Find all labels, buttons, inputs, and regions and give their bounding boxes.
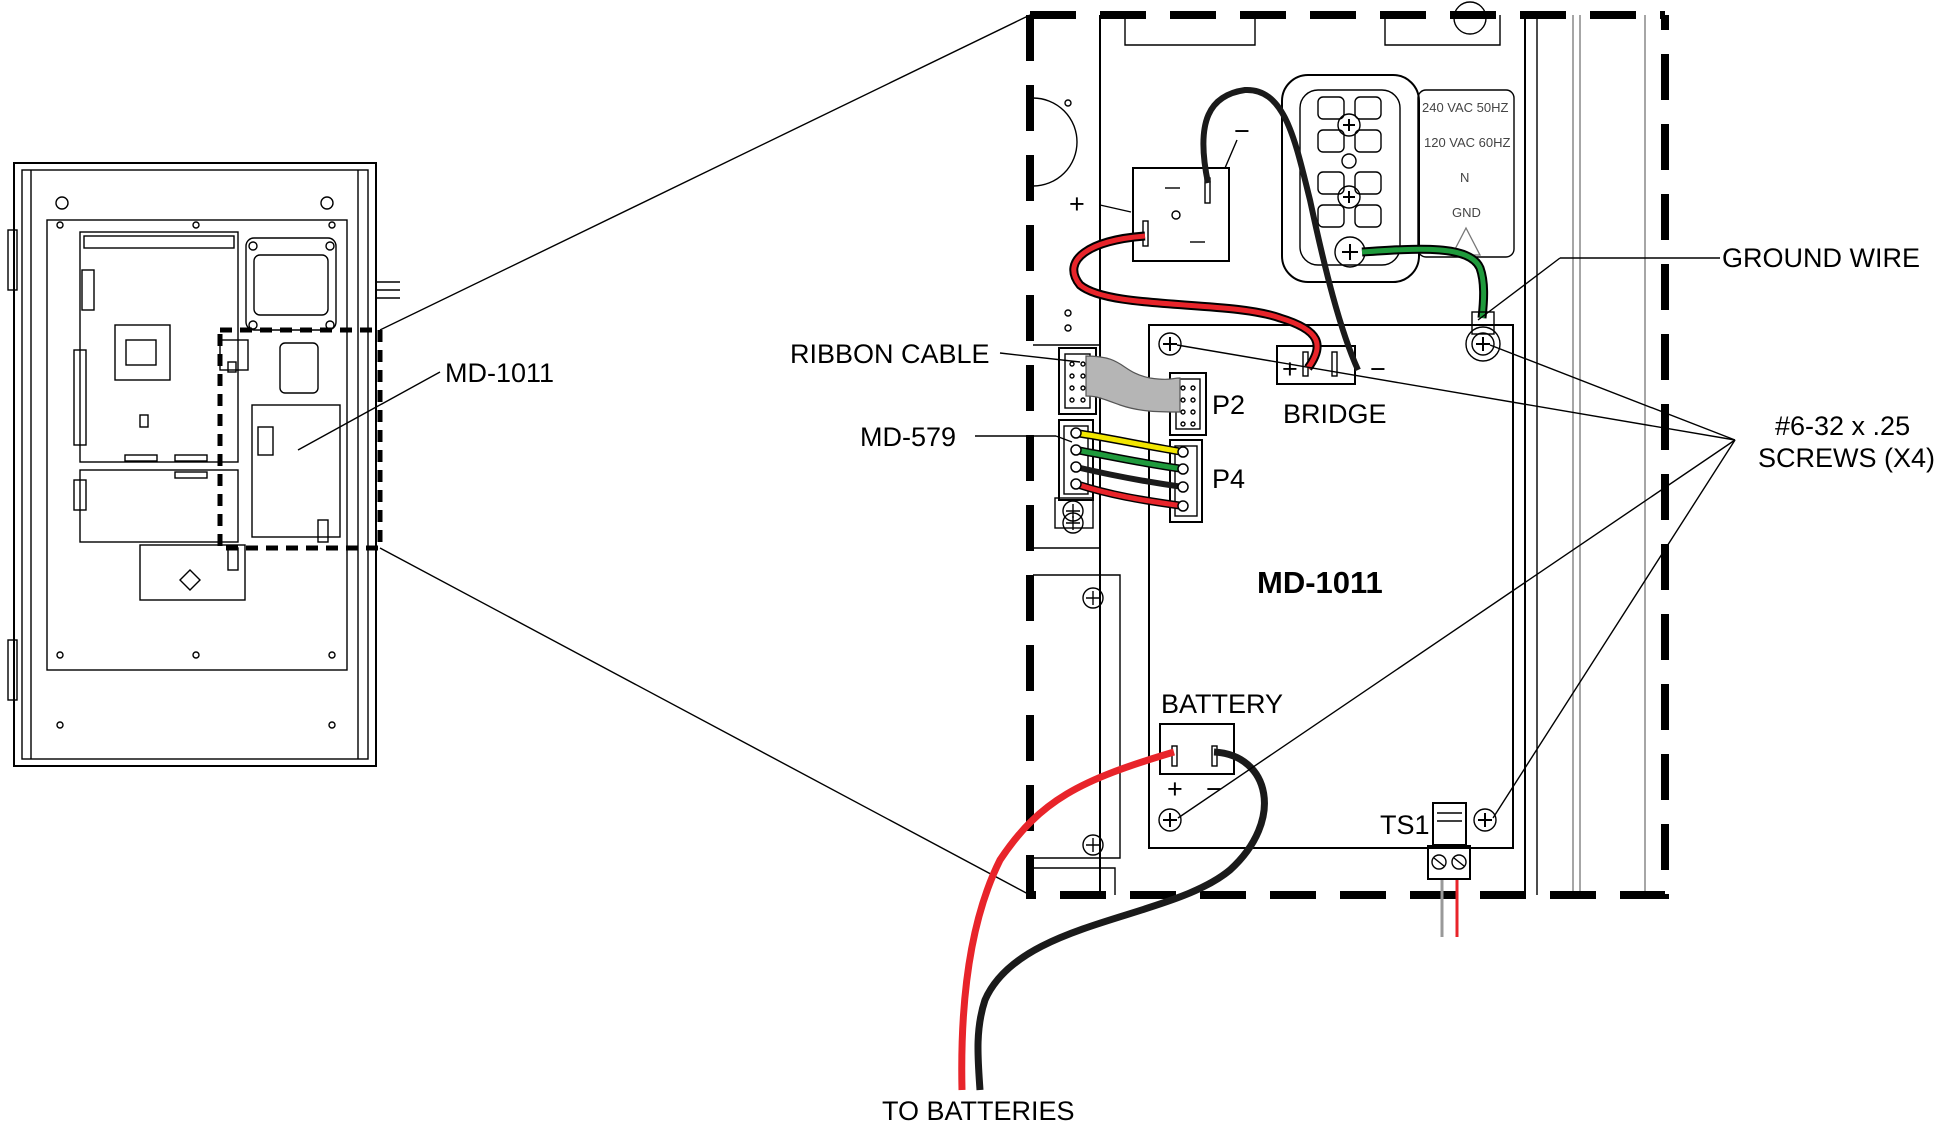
detail-view: + − 240 VAC 50HZ 120 VAC 60HZ N GND xyxy=(790,1,1935,1123)
screws-label-line1: #6-32 x .25 xyxy=(1775,411,1910,441)
p4-harness xyxy=(1070,427,1189,512)
ts1-label: TS1 xyxy=(1380,810,1430,840)
cabinet-overview: MD-1011 xyxy=(7,14,1031,896)
bridge-plus-label: + xyxy=(1282,354,1298,384)
ribbon-cable-label: RIBBON CABLE xyxy=(790,339,990,369)
battery-black-wire xyxy=(974,748,1268,1091)
battery-label: BATTERY xyxy=(1161,689,1283,719)
terminal-n: N xyxy=(1460,170,1469,185)
md579-label: MD-579 xyxy=(860,422,956,452)
ribbon-cable xyxy=(1085,355,1181,413)
terminal-240vac: 240 VAC 50HZ xyxy=(1422,100,1509,115)
to-batteries-label: TO BATTERIES xyxy=(882,1096,1075,1123)
terminal-120vac: 120 VAC 60HZ xyxy=(1424,135,1511,150)
md1011-board-label: MD-1011 xyxy=(1257,565,1383,600)
battery-red-wire xyxy=(958,748,1175,1091)
board-screws xyxy=(1158,332,1497,832)
md1011-callout-label: MD-1011 xyxy=(445,358,554,388)
bridge-label: BRIDGE xyxy=(1283,399,1387,429)
bridge-minus-label: − xyxy=(1370,354,1386,384)
terminal-gnd: GND xyxy=(1452,205,1481,220)
battery-minus-label: − xyxy=(1206,774,1222,804)
ground-wire-label: GROUND WIRE xyxy=(1722,243,1920,273)
terminal-screws xyxy=(1317,96,1382,268)
p2-label: P2 xyxy=(1212,390,1245,420)
ground-wire xyxy=(1361,244,1489,319)
screws-label-line2: SCREWS (X4) xyxy=(1758,443,1935,473)
rectifier-plus-label: + xyxy=(1069,189,1085,219)
rectifier-minus-label: − xyxy=(1234,116,1250,146)
bridge-black-wire xyxy=(1200,86,1361,372)
p4-label: P4 xyxy=(1212,464,1245,494)
battery-plus-label: + xyxy=(1167,774,1183,804)
